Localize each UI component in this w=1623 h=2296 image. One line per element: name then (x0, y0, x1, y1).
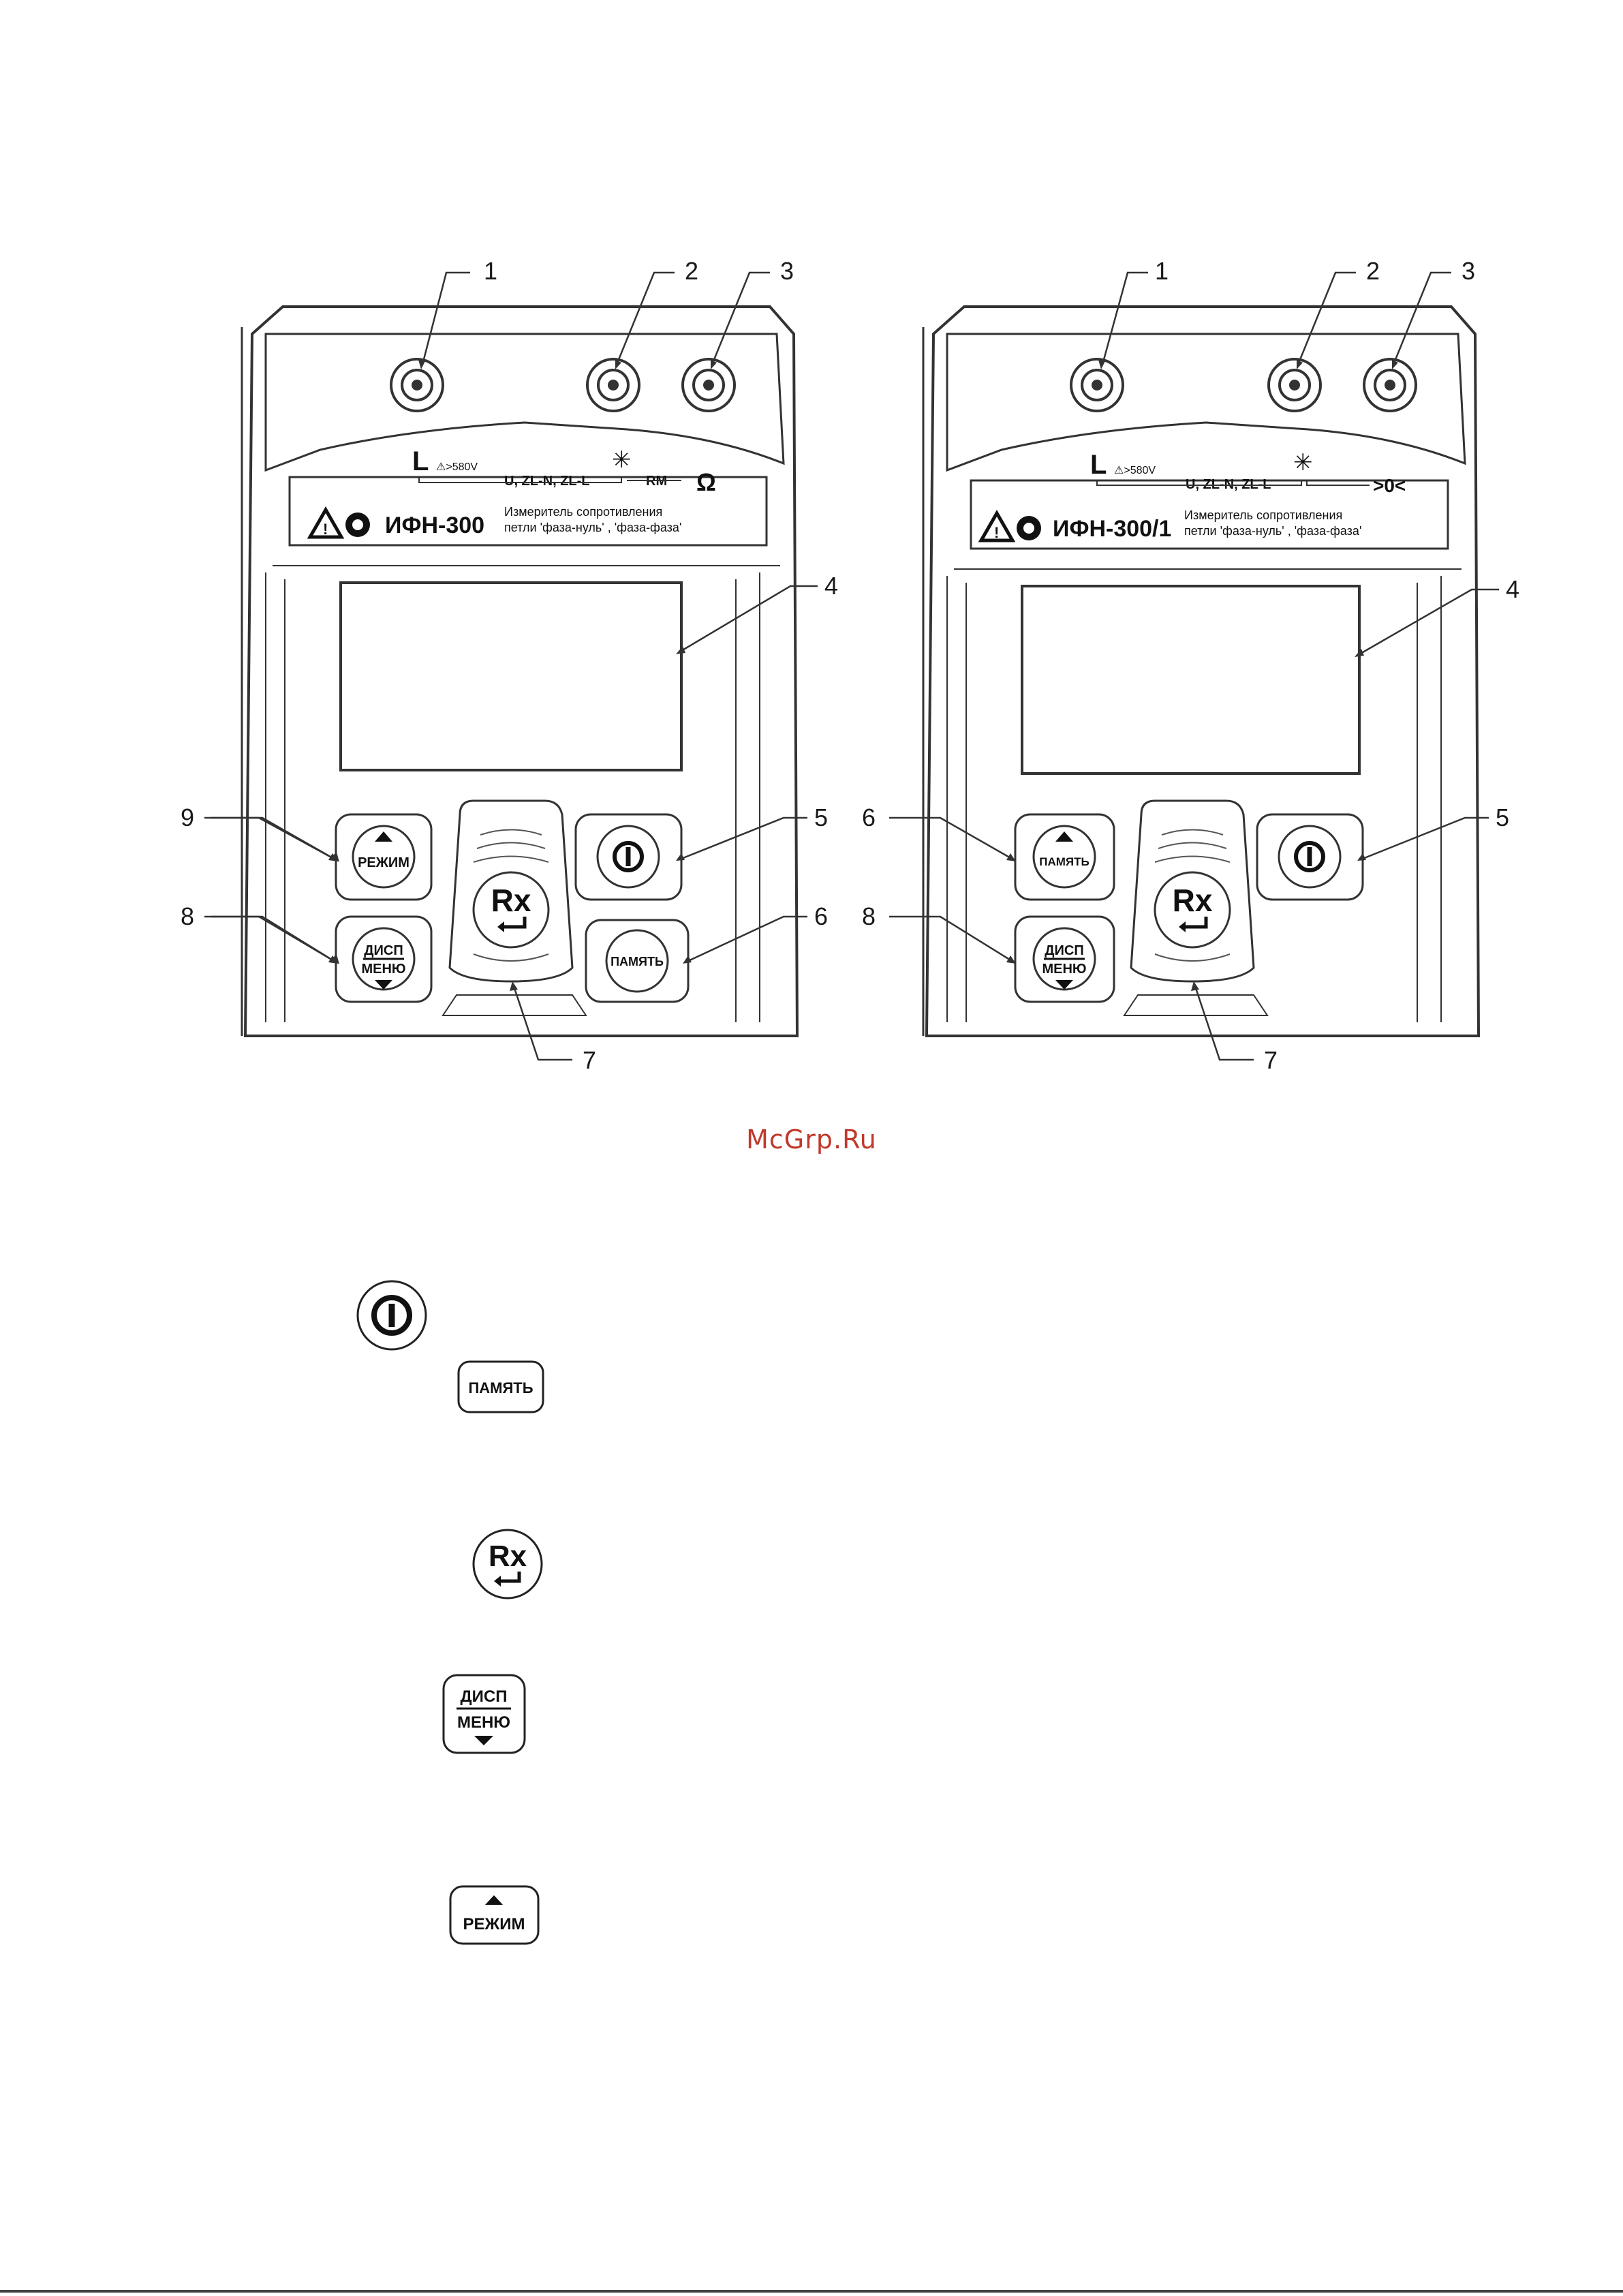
memory-button[interactable]: ПАМЯТЬ (1014, 813, 1115, 901)
terminal-socket-2 (1267, 358, 1322, 412)
label-star: ✳ (612, 447, 632, 473)
enter-arrow-icon (501, 917, 527, 929)
arrow-down-icon (375, 980, 392, 990)
label-L: L (1090, 450, 1107, 480)
callout-6: 6 (814, 902, 828, 930)
arrow-up-icon (1055, 831, 1073, 842)
callout-8-label: 8 (862, 902, 876, 930)
legend-memory-button: ПАМЯТЬ (457, 1360, 544, 1413)
callout-4: 4 (1506, 575, 1519, 603)
page-bottom-rule (0, 2290, 1623, 2293)
device-desc-line2: петли 'фаза-нуль' , 'фаза-фаза' (1184, 524, 1361, 538)
callout-1: 1 (484, 257, 497, 285)
device-ifn-300: L ⚠>580V ✳ U, ZL-N, ZL-L RM Ω ! ИФН-300 … (204, 257, 838, 1074)
right-callout-labels: 6 8 (862, 803, 1016, 964)
terminal-socket-1 (390, 358, 444, 412)
device-desc-line1: Измеритель сопротивления (504, 505, 662, 519)
device-model: ИФН-300/1 (1053, 516, 1171, 542)
svg-text:МЕНЮ: МЕНЮ (361, 962, 405, 977)
svg-text:ДИСП: ДИСП (364, 943, 403, 958)
memory-button[interactable]: ПАМЯТЬ (585, 919, 690, 1003)
svg-text:Rx: Rx (491, 883, 531, 918)
mode-button[interactable]: РЕЖИМ (335, 813, 433, 901)
arrow-up-icon (485, 1895, 503, 1905)
warning-icon: ! (978, 509, 1016, 542)
label-voltage: ⚠>580V (436, 461, 478, 473)
watermark-text: McGrp.Ru (746, 1124, 877, 1154)
certification-logo-icon (1017, 516, 1041, 540)
power-button[interactable] (1256, 813, 1364, 901)
disp-menu-button[interactable]: ДИСП МЕНЮ (1014, 915, 1115, 1003)
callout-6-label: 6 (862, 803, 876, 831)
enter-arrow-icon (1182, 917, 1208, 929)
svg-text:МЕНЮ: МЕНЮ (457, 1713, 510, 1732)
callout-9-label: 9 (181, 803, 194, 831)
svg-text:РЕЖИМ: РЕЖИМ (358, 855, 409, 870)
svg-text:ДИСП: ДИСП (461, 1687, 508, 1706)
arrow-down-icon (1055, 980, 1073, 990)
certification-logo-icon (345, 512, 370, 537)
svg-text:Rx: Rx (489, 1540, 527, 1573)
disp-menu-button[interactable]: ДИСП МЕНЮ (335, 915, 433, 1003)
callout-7: 7 (583, 1046, 596, 1074)
label-star: ✳ (1293, 450, 1313, 476)
callout-5: 5 (1496, 803, 1509, 831)
callout-3: 3 (780, 257, 794, 285)
legend-power-icon (356, 1280, 427, 1351)
legend-mode-button: РЕЖИМ (449, 1885, 540, 1945)
power-icon (613, 841, 644, 872)
svg-text:!: ! (994, 524, 999, 541)
power-button[interactable] (574, 813, 683, 901)
callout-3: 3 (1462, 257, 1475, 285)
svg-text:МЕНЮ: МЕНЮ (1042, 962, 1086, 977)
rx-button[interactable]: Rx (472, 871, 550, 949)
svg-text:ПАМЯТЬ: ПАМЯТЬ (610, 955, 664, 968)
callout-4: 4 (824, 572, 838, 600)
callout-1: 1 (1155, 257, 1169, 285)
svg-text:ПАМЯТЬ: ПАМЯТЬ (1039, 855, 1089, 868)
warning-icon: ! (307, 506, 345, 539)
svg-text:ДИСП: ДИСП (1045, 943, 1083, 958)
legend-disp-menu-button: ДИСП МЕНЮ (442, 1674, 526, 1754)
svg-text:Rx: Rx (1173, 883, 1213, 918)
enter-arrow-icon (497, 1572, 521, 1583)
power-icon (1294, 841, 1325, 872)
label-L: L (412, 446, 429, 476)
device-desc-line2: петли 'фаза-нуль' , 'фаза-фаза' (504, 521, 681, 534)
arrow-down-icon (474, 1736, 493, 1745)
terminal-socket-3 (1363, 358, 1417, 412)
left-callout-labels: 9 8 (181, 803, 194, 930)
label-terminals: U, ZL-N, ZL-L (504, 474, 590, 489)
svg-text:РЕЖИМ: РЕЖИМ (463, 1915, 525, 1933)
device-model: ИФН-300 (385, 512, 484, 538)
callout-2: 2 (1366, 257, 1380, 285)
terminal-socket-2 (586, 358, 640, 412)
callout-8-label: 8 (181, 902, 194, 930)
terminal-socket-1 (1070, 358, 1124, 412)
device-desc-line1: Измеритель сопротивления (1184, 508, 1342, 522)
terminal-socket-3 (681, 358, 736, 412)
label-omega: Ω (696, 468, 716, 496)
label-voltage: ⚠>580V (1114, 465, 1156, 476)
rx-button[interactable]: Rx (1154, 871, 1231, 949)
legend-rx-button: Rx (472, 1529, 543, 1599)
label-continuity: >0< (1373, 475, 1406, 496)
svg-text:ПАМЯТЬ: ПАМЯТЬ (468, 1379, 533, 1396)
left-callout-lines (211, 816, 338, 964)
callout-2: 2 (685, 257, 698, 285)
device-ifn-300-1: L ⚠>580V ✳ U, ZL-N, ZL-L >0< ! ИФН-300/1… (922, 257, 1519, 1074)
callout-5: 5 (814, 803, 828, 831)
lcd-display (1021, 585, 1361, 775)
lcd-display (339, 581, 683, 771)
arrow-up-icon (375, 831, 392, 842)
callout-7: 7 (1264, 1046, 1278, 1074)
svg-text:!: ! (323, 521, 328, 538)
